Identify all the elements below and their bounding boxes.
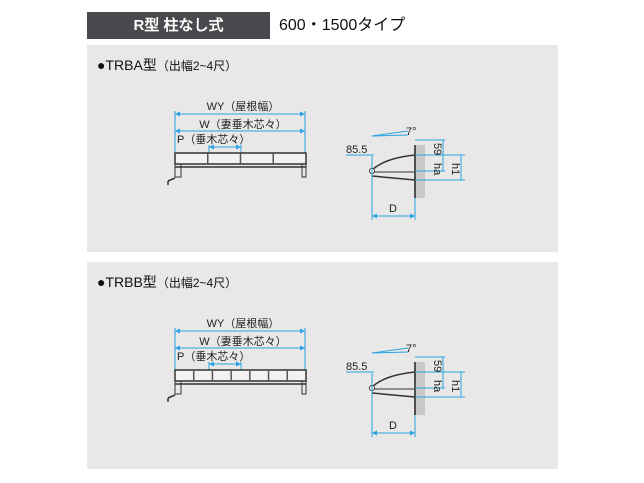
model-note: （出幅2~4尺） — [156, 276, 238, 290]
gutter-rail — [174, 369, 307, 382]
section-header: R型 柱なし式 — [87, 12, 270, 39]
diagram: WY（屋根幅） W（妻垂木芯々）P（垂木芯々） 7° 85.5 59 ha h1D — [167, 316, 465, 437]
model-name: TRBB型 — [105, 274, 157, 290]
bullet: ● — [97, 274, 106, 290]
h1-label: h1 — [449, 380, 461, 392]
ha-label: ha — [431, 380, 443, 393]
canopy-arm — [371, 175, 416, 181]
wy-label: WY（屋根幅） — [207, 99, 280, 113]
d-label: D — [389, 420, 397, 432]
d-dimension-heads — [372, 213, 415, 219]
bracket-right — [301, 380, 307, 395]
angle-label: 7° — [406, 343, 417, 355]
angle-line — [371, 347, 409, 354]
p-label: P（垂木芯々） — [177, 132, 250, 146]
w-label: W（妻垂木芯々） — [199, 334, 286, 348]
h1-label: h1 — [449, 163, 461, 175]
bullet: ● — [97, 57, 106, 73]
wy-label: WY（屋根幅） — [207, 316, 280, 330]
diagram: WY（屋根幅） W（妻垂木芯々）P（垂木芯々） 7° 85.5 59 ha h1D — [167, 99, 465, 220]
offset-label: 85.5 — [346, 361, 367, 373]
angle-line — [371, 134, 409, 137]
panel-title: ●TRBA型（出幅2~4尺） — [97, 55, 237, 75]
bracket-foot — [167, 394, 176, 399]
bracket-left — [174, 380, 182, 395]
angle-label: 7° — [406, 126, 417, 138]
model-name: TRBA型 — [105, 57, 157, 73]
bracket-foot — [167, 177, 176, 182]
d-label: D — [389, 203, 397, 215]
angle-line — [371, 130, 409, 137]
w-label: W（妻垂木芯々） — [199, 117, 286, 131]
angle-line — [371, 351, 409, 354]
offset-label: 85.5 — [346, 144, 367, 156]
p-label: P（垂木芯々） — [177, 349, 250, 363]
bracket-left — [174, 163, 182, 178]
canopy-arm — [371, 392, 416, 398]
panel-title: ●TRBB型（出幅2~4尺） — [97, 272, 237, 292]
bracket-right — [301, 163, 307, 178]
roof-panel — [371, 154, 416, 171]
panel-trbb: ●TRBB型（出幅2~4尺） WY（屋根幅） W（妻垂木芯々）P（垂木芯々） 7° 8… — [87, 262, 558, 469]
d-dimension-heads — [372, 430, 415, 436]
h59-label: 59 — [431, 143, 443, 155]
ha-label: ha — [431, 163, 443, 176]
type-label: 600・1500タイプ — [279, 17, 406, 34]
h59-label: 59 — [431, 360, 443, 372]
model-note: （出幅2~4尺） — [156, 59, 238, 73]
panel-trba: ●TRBA型（出幅2~4尺） WY（屋根幅） W（妻垂木芯々）P（垂木芯々） 7° 8… — [87, 45, 558, 252]
roof-panel — [371, 371, 416, 388]
